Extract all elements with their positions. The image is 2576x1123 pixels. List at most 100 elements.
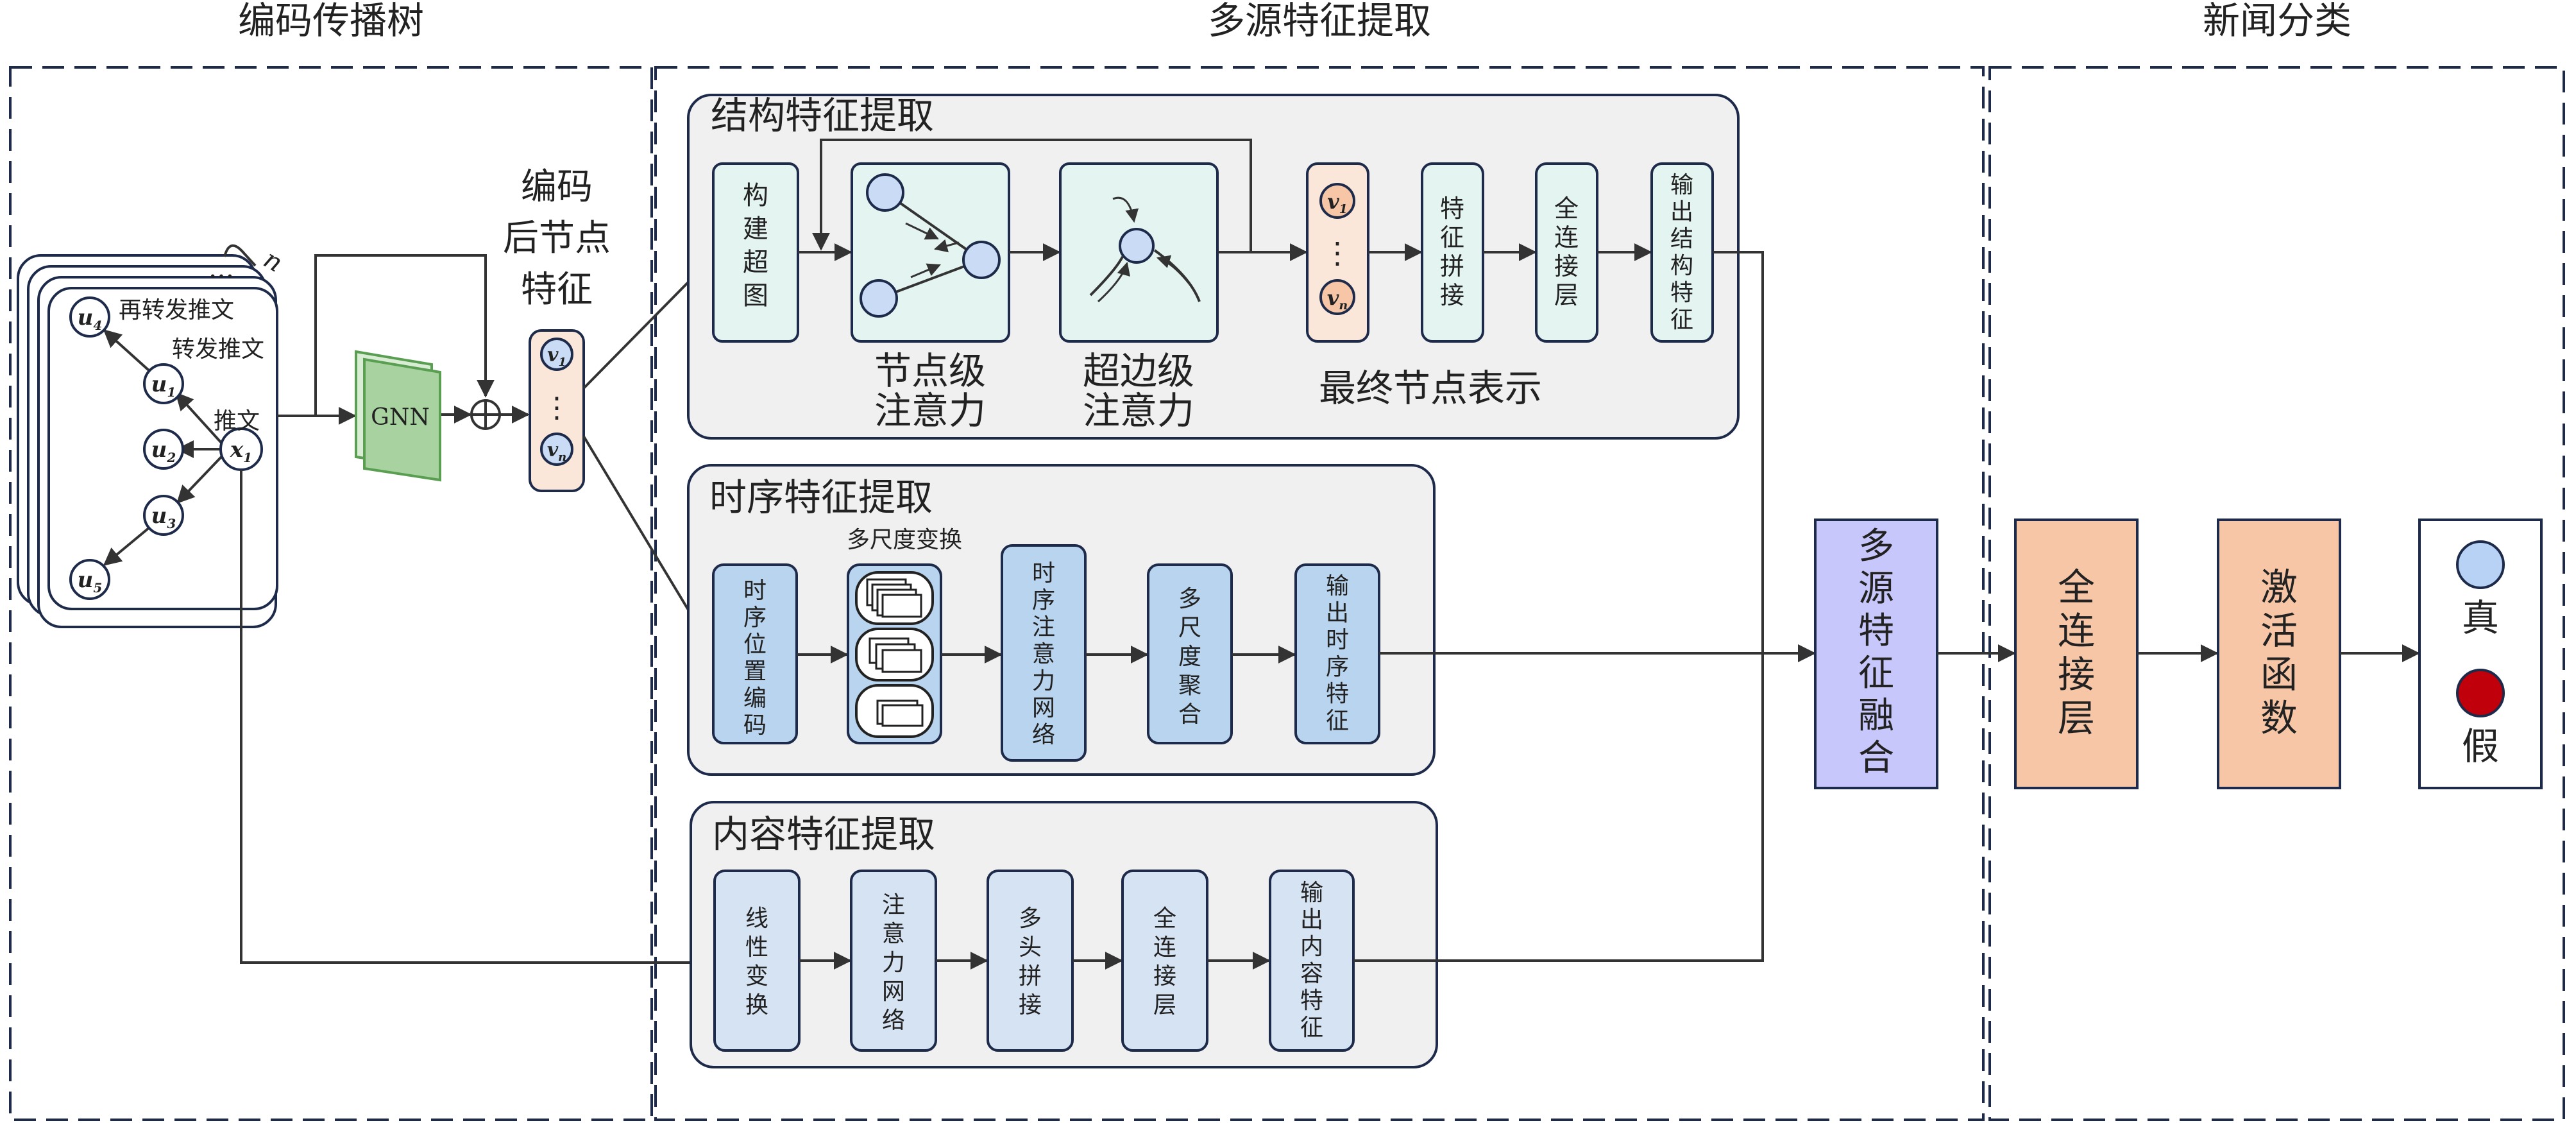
svg-text:v1: v1 — [547, 344, 566, 369]
mh-char-1: 多 — [1019, 905, 1042, 932]
real-node-icon — [2456, 540, 2505, 589]
svg-text:u5: u5 — [78, 567, 103, 596]
real-label: 真 — [2462, 596, 2499, 640]
cfc-char-2: 连 — [1153, 934, 1176, 961]
fusion-char-3: 特 — [1858, 610, 1894, 652]
stack-count: n — [258, 244, 287, 279]
svg-text:u3: u3 — [151, 503, 176, 531]
structure-loop — [812, 139, 1252, 252]
clsfc-char-4: 层 — [2058, 696, 2095, 740]
tatt-char-6: 网 — [1032, 695, 1055, 721]
act-char-1: 激 — [2260, 565, 2298, 609]
svg-text:v1: v1 — [1327, 189, 1348, 216]
pos-char-5: 编 — [743, 685, 767, 712]
tout-char-3: 时 — [1326, 627, 1349, 653]
edge-x1-u3 — [176, 456, 223, 504]
encoded-dots: ⋮ — [543, 391, 571, 424]
concat-char-1: 特 — [1440, 194, 1464, 223]
svg-text:u4: u4 — [78, 305, 103, 333]
tree-to-content — [240, 470, 715, 972]
svg-text:x1: x1 — [230, 437, 252, 465]
fusion-char-6: 合 — [1858, 737, 1894, 779]
news-classify-frame — [1988, 66, 2565, 1121]
final-dots: ⋮ — [1323, 236, 1352, 270]
tout-char-6: 征 — [1326, 708, 1349, 734]
label-retweet: 转发推文 — [172, 336, 264, 363]
sout-char-5: 特 — [1670, 280, 1693, 306]
node-att-line1: 节点级 — [874, 349, 986, 393]
tree-node-x1: x1 — [219, 427, 263, 471]
tatt-char-3: 注 — [1032, 614, 1055, 640]
mh-char-3: 拼 — [1019, 963, 1042, 990]
catt-char-4: 网 — [882, 979, 905, 1005]
clsfc-char-3: 接 — [2058, 653, 2095, 696]
catt-char-2: 意 — [882, 921, 905, 947]
multiscale-label: 多尺度变换 — [847, 527, 962, 553]
pos-char-2: 序 — [743, 604, 767, 631]
sfc-char-1: 全 — [1554, 194, 1579, 223]
encoded-title-3: 特征 — [521, 269, 593, 311]
clsfc-char-2: 连 — [2058, 609, 2095, 653]
cout-char-6: 征 — [1300, 1015, 1323, 1041]
encoded-node-vn: vn — [540, 433, 573, 466]
sfc-char-4: 层 — [1554, 281, 1579, 309]
concat-char-3: 拼 — [1440, 252, 1464, 280]
encoded-title-2: 后节点 — [503, 218, 611, 259]
sfc-char-3: 接 — [1554, 252, 1579, 280]
encode-tree-frame — [9, 66, 653, 1121]
encode-tree-title: 编码传播树 — [238, 0, 424, 42]
final-node-vn: vn — [1319, 279, 1355, 315]
sout-char-6: 征 — [1670, 307, 1693, 333]
build-char-1: 构 — [743, 181, 768, 210]
multiscale-graphic — [855, 571, 934, 738]
pos-char-1: 时 — [743, 578, 767, 604]
stack-brace — [223, 244, 257, 267]
mh-char-4: 接 — [1019, 992, 1042, 1018]
label-tweet: 推文 — [214, 408, 260, 434]
tree-node-u4: u4 — [69, 296, 110, 338]
svg-text:u2: u2 — [151, 437, 176, 465]
cfc-char-4: 层 — [1153, 992, 1176, 1018]
concat-char-2: 征 — [1440, 223, 1464, 252]
tatt-char-1: 时 — [1032, 560, 1055, 587]
fake-node-icon — [2456, 669, 2505, 717]
build-char-2: 建 — [743, 214, 768, 244]
edge-att-line1: 超边级 — [1083, 349, 1194, 393]
fusion-box — [1814, 519, 1938, 789]
fusion-char-4: 征 — [1858, 653, 1894, 694]
content-to-fusion — [1353, 644, 1816, 962]
node-attention-graphic — [860, 173, 1001, 318]
tree-node-u5: u5 — [69, 559, 110, 600]
fusion-char-1: 多 — [1858, 526, 1894, 567]
encoded-title-1: 编码 — [521, 166, 593, 208]
edge-x1-u1 — [175, 391, 223, 444]
final-repr-label: 最终节点表示 — [1319, 366, 1542, 410]
tatt-char-7: 络 — [1032, 722, 1055, 748]
catt-char-5: 络 — [882, 1007, 905, 1034]
tree-node-u3: u3 — [143, 495, 184, 536]
multi-source-title: 多源特征提取 — [1208, 0, 1431, 42]
cout-char-3: 内 — [1300, 934, 1323, 960]
linear-transform-box — [713, 870, 801, 1052]
classifier-fc-box — [2014, 519, 2139, 789]
label-retweet2: 再转发推文 — [119, 297, 234, 323]
gnn-block — [355, 350, 441, 482]
mh-char-2: 头 — [1019, 934, 1042, 961]
agg-char-1: 多 — [1178, 586, 1201, 612]
sout-char-4: 构 — [1670, 253, 1693, 279]
sfc-char-2: 连 — [1554, 223, 1579, 252]
pos-char-3: 位 — [743, 631, 767, 658]
svg-text:vn: vn — [1327, 286, 1348, 313]
final-node-v1: v1 — [1319, 183, 1355, 219]
gnn-label: GNN — [371, 404, 430, 431]
act-char-2: 活 — [2260, 609, 2298, 653]
lin-char-3: 变 — [745, 963, 768, 990]
fusion-char-5: 融 — [1858, 695, 1894, 737]
tout-char-5: 特 — [1326, 681, 1349, 707]
svg-text:u1: u1 — [151, 372, 176, 400]
build-char-3: 超 — [743, 248, 768, 277]
fusion-char-2: 源 — [1858, 568, 1894, 610]
pos-char-6: 码 — [743, 712, 767, 739]
clsfc-char-1: 全 — [2058, 565, 2095, 609]
cout-char-5: 特 — [1300, 988, 1323, 1014]
